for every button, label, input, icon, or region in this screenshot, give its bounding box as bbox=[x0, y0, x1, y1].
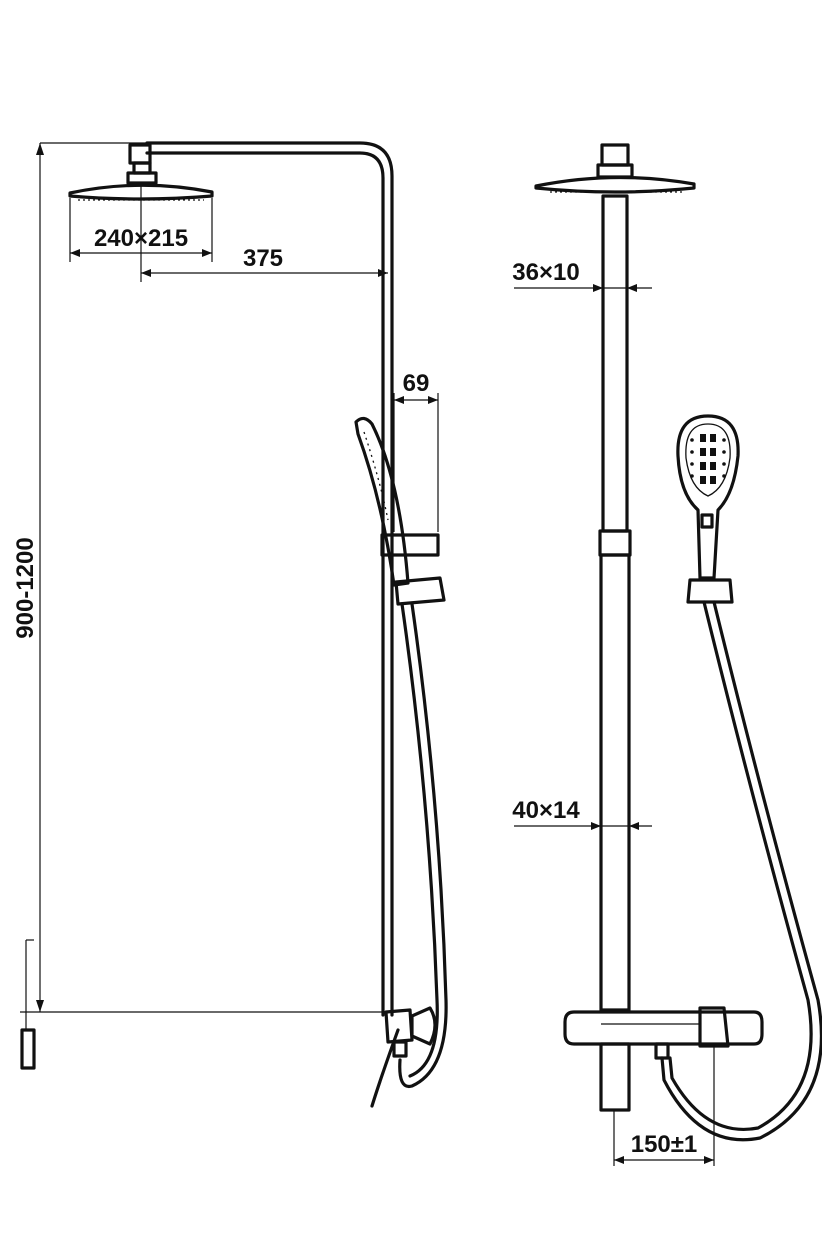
holder-clip-front bbox=[686, 578, 734, 604]
dim-height-range: 900-1200 bbox=[12, 537, 39, 638]
dim-upper-tube: 36×10 bbox=[512, 259, 579, 286]
wall-elbow bbox=[384, 1008, 414, 1044]
hand-shower-front bbox=[676, 414, 740, 580]
hose-outer bbox=[398, 602, 448, 1089]
bottom-spout bbox=[599, 1042, 631, 1112]
wall-reference-mark bbox=[20, 1028, 36, 1070]
shower-arm-inner-outline bbox=[145, 151, 385, 1017]
top-connector bbox=[600, 143, 630, 167]
hand-shower-spray-pattern bbox=[690, 434, 726, 484]
rain-head-front bbox=[534, 175, 696, 194]
dim-holder-offset: 69 bbox=[403, 370, 430, 397]
hand-shower-holder bbox=[394, 576, 446, 606]
front-view: 36×10 40×14 bbox=[512, 143, 822, 1166]
hose-bottom-loop bbox=[370, 1028, 400, 1108]
hand-shower-side bbox=[354, 416, 410, 587]
dim-arm-length: 375 bbox=[243, 245, 283, 272]
mixer-outlet bbox=[654, 1042, 670, 1060]
slide-bracket bbox=[380, 533, 440, 557]
hose-front-outer bbox=[660, 600, 822, 1142]
dim-lower-tube: 40×14 bbox=[512, 797, 580, 824]
hand-shower-nozzles bbox=[363, 431, 389, 521]
hose-connector bbox=[392, 1040, 408, 1058]
side-view: 240×215 375 900-1200 69 bbox=[12, 141, 448, 1108]
head-connector-collar bbox=[126, 171, 158, 185]
top-connector-base bbox=[596, 163, 634, 179]
hand-shower-face bbox=[685, 423, 731, 497]
lower-tube bbox=[599, 553, 631, 1012]
mixer-body bbox=[563, 1010, 764, 1046]
shower-arm-outline bbox=[145, 141, 394, 1017]
hose-front-inner bbox=[668, 600, 813, 1131]
upper-tube bbox=[601, 194, 629, 533]
mixer-right-knob bbox=[698, 1006, 730, 1048]
dim-inlet-spacing: 150±1 bbox=[631, 1131, 698, 1158]
hand-shower-button bbox=[700, 513, 714, 529]
hose-inner bbox=[400, 602, 439, 1078]
tube-sleeve bbox=[598, 529, 632, 557]
rain-head-side bbox=[68, 183, 214, 201]
wall-elbow-cap bbox=[410, 1006, 437, 1046]
